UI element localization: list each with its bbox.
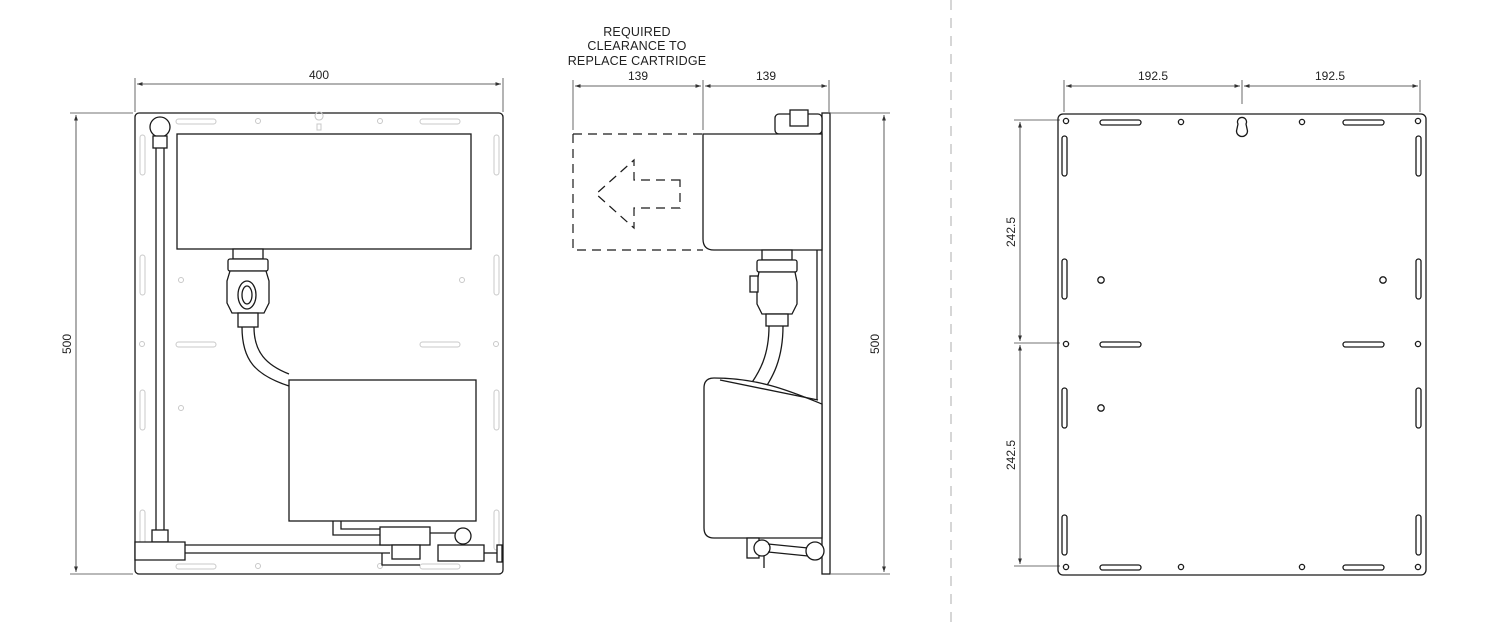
mounting-backplate <box>1057 113 1427 576</box>
mounting-vertical-slots <box>1061 135 1422 556</box>
front-bottom-pipework <box>134 521 503 566</box>
front-cartridge-box <box>176 133 472 250</box>
clearance-note-line2: CLEARANCE TO <box>587 39 686 53</box>
front-height-dimension: 500 <box>60 112 133 575</box>
keyhole-icon <box>1235 116 1249 138</box>
mounting-height-dimensions: 242.5 242.5 <box>1004 119 1060 567</box>
front-width-dimension: 400 <box>134 68 504 112</box>
clearance-depth-label: 139 <box>628 69 648 83</box>
lower-half-height-label: 242.5 <box>1004 440 1018 470</box>
side-connector <box>749 249 798 327</box>
front-lower-box <box>288 379 477 522</box>
mounting-view: 192.5 192.5 242.5 242.5 <box>1004 69 1427 576</box>
front-curved-hose <box>241 326 290 387</box>
side-top-clip <box>774 109 823 135</box>
side-hose <box>747 325 784 391</box>
side-height-dimension: 500 <box>831 112 890 575</box>
front-backplate-slots <box>139 111 500 570</box>
front-height-label: 500 <box>60 334 74 354</box>
side-height-label: 500 <box>868 334 882 354</box>
front-view: 400 500 <box>60 68 504 575</box>
left-half-width-label: 192.5 <box>1138 69 1168 83</box>
right-half-width-label: 192.5 <box>1315 69 1345 83</box>
side-bottom-valve <box>746 537 825 568</box>
side-view: REQUIRED CLEARANCE TO REPLACE CARTRIDGE … <box>568 25 890 575</box>
side-depth-dimensions: 139 139 <box>572 69 830 130</box>
mounting-horizontal-slots <box>1099 119 1385 571</box>
clearance-arrow-icon <box>595 158 681 230</box>
clearance-zone <box>572 133 703 251</box>
mounting-width-dimensions: 192.5 192.5 <box>1063 69 1421 112</box>
side-cartridge-box <box>702 133 823 251</box>
upper-half-height-label: 242.5 <box>1004 217 1018 247</box>
unit-depth-label: 139 <box>756 69 776 83</box>
clearance-note-line3: REPLACE CARTRIDGE <box>568 54 707 68</box>
front-width-label: 400 <box>309 68 329 82</box>
front-cartridge-connector <box>226 248 270 328</box>
clearance-note-line1: REQUIRED <box>603 25 671 39</box>
front-backplate <box>134 112 504 575</box>
side-lower-box <box>703 377 823 539</box>
mounting-screw-holes <box>1062 117 1422 571</box>
side-backplate <box>816 112 831 575</box>
front-vertical-pipe <box>149 116 171 534</box>
